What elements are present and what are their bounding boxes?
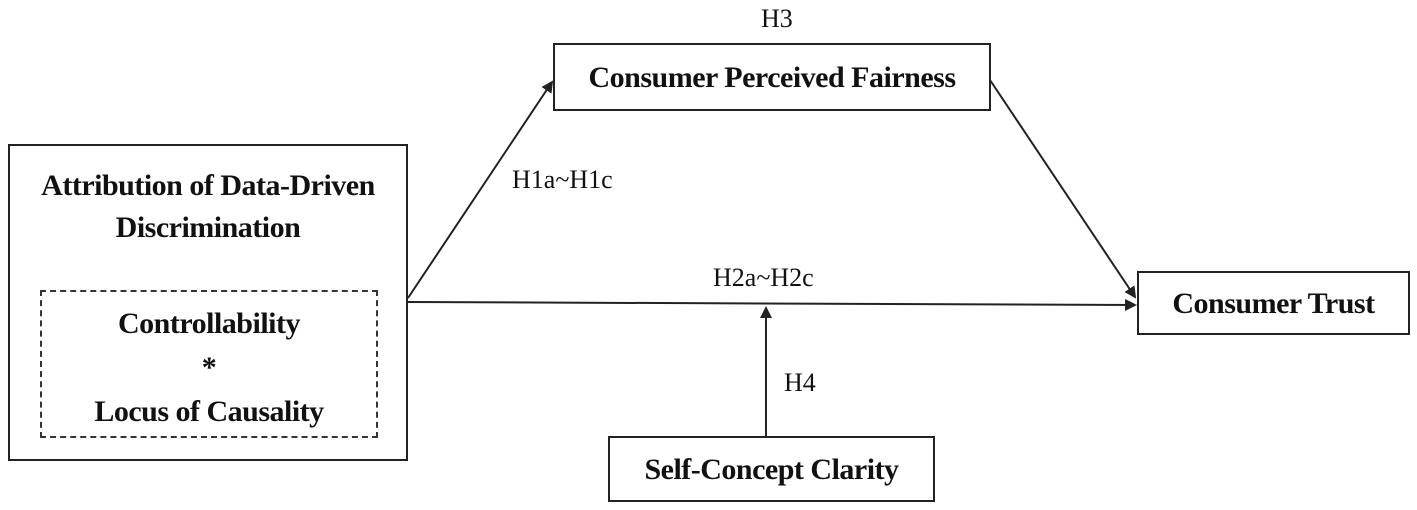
fairness-label: Consumer Perceived Fairness	[588, 61, 957, 94]
clarity-box: Self-Concept Clarity	[608, 436, 935, 502]
clarity-label: Self-Concept Clarity	[644, 453, 899, 486]
trust-label: Consumer Trust	[1172, 287, 1375, 320]
arrow-attribution-to-fairness	[407, 80, 554, 299]
attribution-title-line1: Attribution of Data-Driven	[41, 169, 375, 202]
fairness-box: Consumer Perceived Fairness	[553, 43, 991, 111]
moderation-dashed-box: Controllability * Locus of Causality	[40, 290, 378, 438]
trust-box: Consumer Trust	[1137, 271, 1410, 335]
locus-of-causality-label: Locus of Causality	[94, 395, 324, 428]
hypothesis-h3-label: H3	[761, 4, 793, 33]
attribution-box: Attribution of Data-Driven Discriminatio…	[8, 144, 408, 461]
controllability-label: Controllability	[118, 307, 300, 340]
attribution-title-line2: Discrimination	[115, 211, 301, 244]
hypothesis-h1-label: H1a~H1c	[512, 165, 613, 194]
interaction-operator: *	[201, 351, 217, 384]
hypothesis-h4-label: H4	[784, 368, 816, 397]
hypothesis-h2-label: H2a~H2c	[713, 263, 814, 292]
arrow-fairness-to-trust	[989, 79, 1137, 299]
arrow-attribution-to-trust	[407, 298, 1137, 311]
